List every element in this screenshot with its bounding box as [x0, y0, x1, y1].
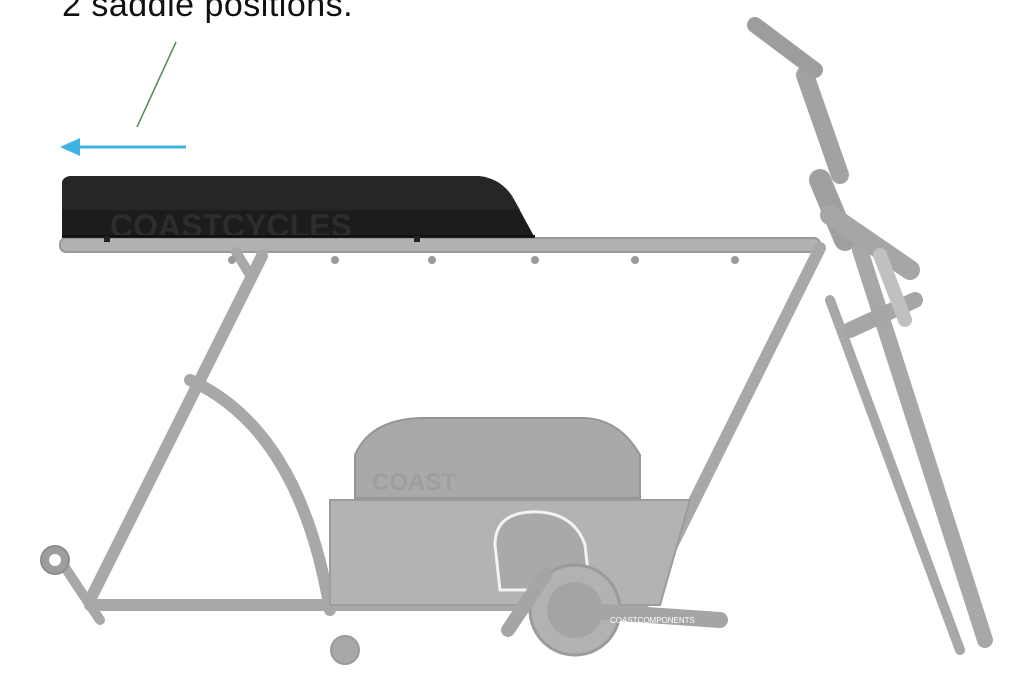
rear-sprocket	[331, 636, 359, 664]
saddle-logo: COASTCYCLES	[110, 208, 352, 244]
rear-brake-caliper	[41, 546, 69, 574]
crank-logo: COASTCOMPONENTS	[610, 616, 695, 625]
leader-line	[137, 42, 176, 127]
saddle: COASTCYCLES	[62, 176, 535, 244]
battery-logo: COAST	[372, 469, 456, 496]
left-arrow-icon	[60, 138, 186, 156]
rail-rivets	[228, 256, 739, 264]
